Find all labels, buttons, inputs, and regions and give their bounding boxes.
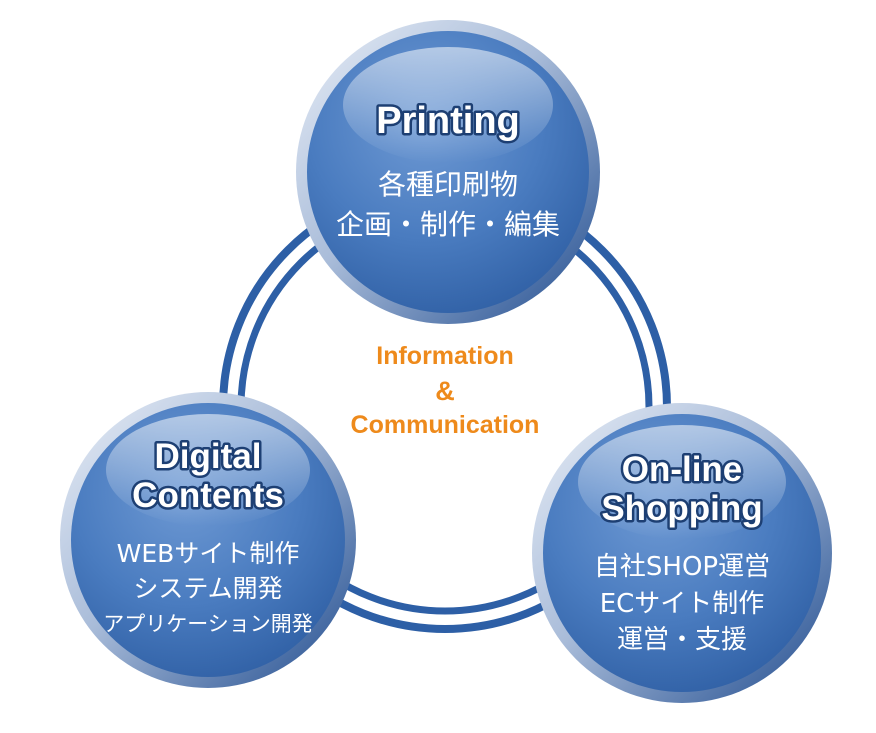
node-printing: Printing 各種印刷物 企画・制作・編集 [296, 20, 600, 324]
node-printing-title: Printing [376, 100, 520, 142]
node-shopping-title-line-1: On-line [622, 450, 743, 489]
node-digital-title-line-1: Digital [155, 437, 262, 476]
center-line-ampersand: & [435, 376, 455, 406]
center-line-information: Information [376, 342, 514, 370]
node-shopping-line-2: ECサイト制作 [600, 589, 765, 619]
node-printing-line-2: 企画・制作・編集 [336, 208, 560, 241]
node-printing-line-1: 各種印刷物 [378, 168, 518, 201]
node-shopping-title-line-2: Shopping [601, 489, 762, 528]
node-shopping-line-1: 自社SHOP運営 [594, 552, 770, 582]
node-online-shopping: On-line Shopping 自社SHOP運営 ECサイト制作 運営・支援 [532, 403, 832, 703]
node-digital-line-3: アプリケーション開発 [103, 612, 313, 636]
node-digital-title-line-2: Contents [132, 476, 284, 515]
center-line-communication: Communication [351, 411, 540, 439]
node-shopping-line-3: 運営・支援 [617, 625, 747, 655]
node-digital-line-2: システム開発 [133, 574, 282, 603]
node-digital-contents: Digital Contents WEBサイト制作 システム開発 アプリケーショ… [60, 392, 356, 688]
node-digital-line-1: WEBサイト制作 [117, 539, 300, 568]
center-label: Information & Communication [351, 342, 540, 439]
